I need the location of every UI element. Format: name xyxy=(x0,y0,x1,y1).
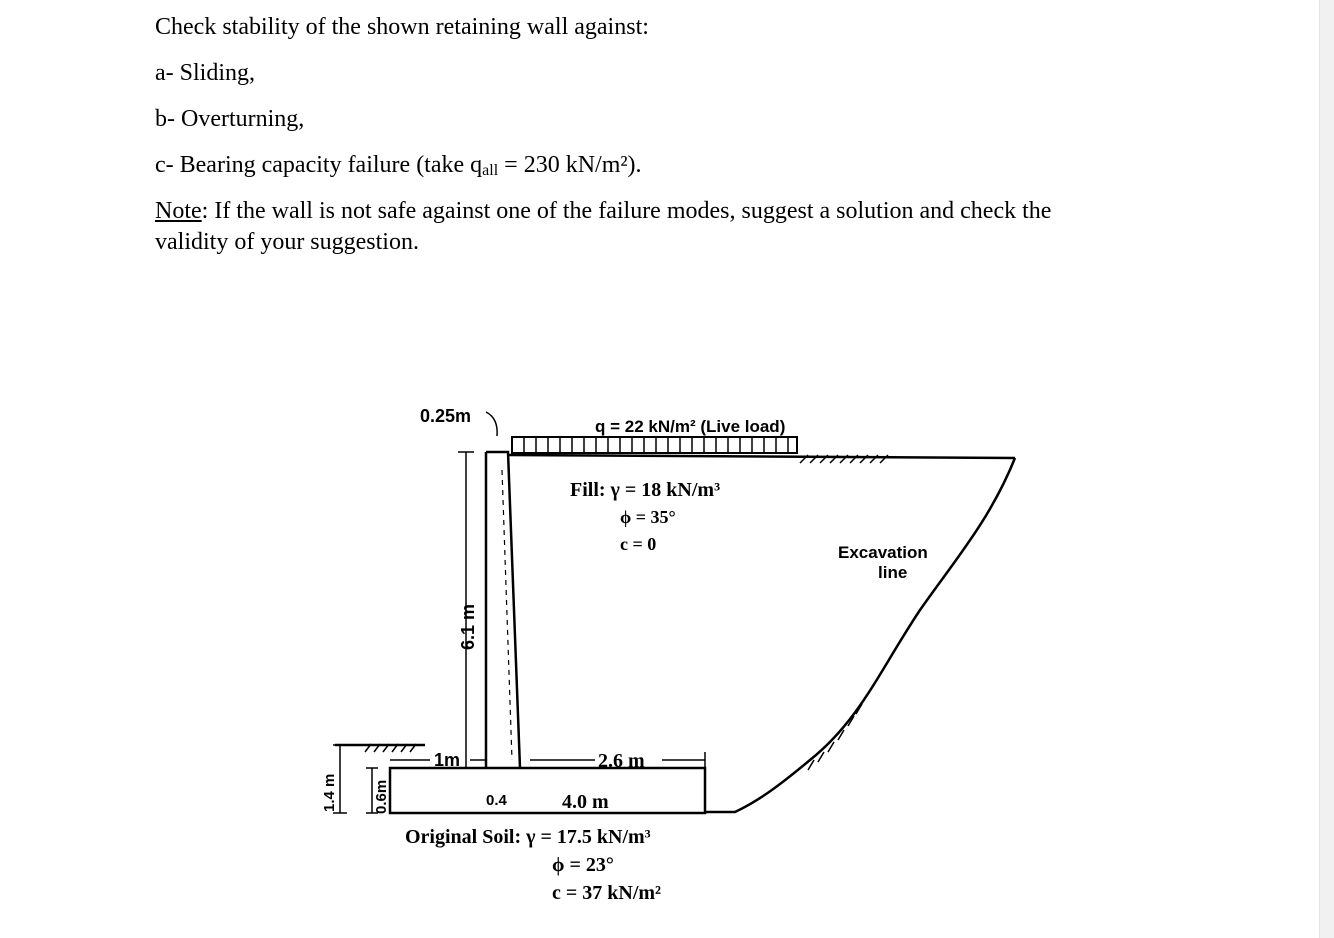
surcharge-load xyxy=(511,436,798,454)
stem xyxy=(484,450,522,769)
label-heel: 2.6 m xyxy=(598,750,645,772)
item-bearing: c- Bearing capacity failure (take qall =… xyxy=(155,152,642,180)
label-surcharge: q = 22 kN/m² (Live load) xyxy=(595,417,785,436)
label-fill-gamma: Fill: γ = 18 kN/m³ xyxy=(570,479,720,501)
fill-surface xyxy=(507,453,1016,460)
label-toe: 1m xyxy=(434,750,460,770)
label-base-thick: 0.6m xyxy=(373,780,390,814)
surface-hatch xyxy=(799,454,889,464)
item-overturning: b- Overturning, xyxy=(155,106,305,132)
height-dimension xyxy=(458,451,474,768)
item-sliding: a- Sliding, xyxy=(155,60,255,86)
embed-dimension xyxy=(333,744,347,814)
label-soil-phi: ϕ = 23° xyxy=(552,854,614,876)
item-bearing-prefix: c- Bearing capacity failure (take q xyxy=(155,152,483,178)
stem-reinforcement xyxy=(501,469,513,761)
base-slab xyxy=(388,766,707,815)
label-stem-top: 0.25m xyxy=(420,406,471,426)
label-fill-phi: ϕ = 35° xyxy=(620,507,676,527)
label-fill-c: c = 0 xyxy=(620,534,656,554)
label-height: 6.1 m xyxy=(458,604,478,650)
intro-text: Check stability of the shown retaining w… xyxy=(155,14,649,40)
excavation-hatch xyxy=(807,703,863,771)
note-line-1: Note: If the wall is not safe against on… xyxy=(155,198,1051,225)
stem-top-pointer xyxy=(485,411,498,437)
item-bearing-suffix: = 230 kN/m²). xyxy=(498,152,642,178)
note-text: : If the wall is not safe against one of… xyxy=(201,198,1052,224)
note-label: Note xyxy=(155,198,202,224)
note-line-2: validity of your suggestion. xyxy=(155,229,419,255)
item-bearing-sub: all xyxy=(482,162,499,179)
ground-hatch-left xyxy=(364,743,417,753)
excavation-line xyxy=(705,457,1017,814)
heel-dimension xyxy=(530,752,706,768)
surcharge-hatch xyxy=(523,437,789,453)
label-soil-c: c = 37 kN/m² xyxy=(552,882,661,904)
label-excavation-2: line xyxy=(878,563,907,582)
scrollbar-track[interactable] xyxy=(1319,0,1334,938)
label-excavation-1: Excavation xyxy=(838,543,928,562)
base-thick-dimension xyxy=(366,767,378,814)
label-soil-gamma: Original Soil: γ = 17.5 kN/m³ xyxy=(405,826,651,848)
label-base-width: 4.0 m xyxy=(562,791,609,813)
figure-lines xyxy=(333,411,1017,815)
label-embed: 1.4 m xyxy=(321,774,338,812)
label-stem-base: 0.4 xyxy=(486,792,508,809)
